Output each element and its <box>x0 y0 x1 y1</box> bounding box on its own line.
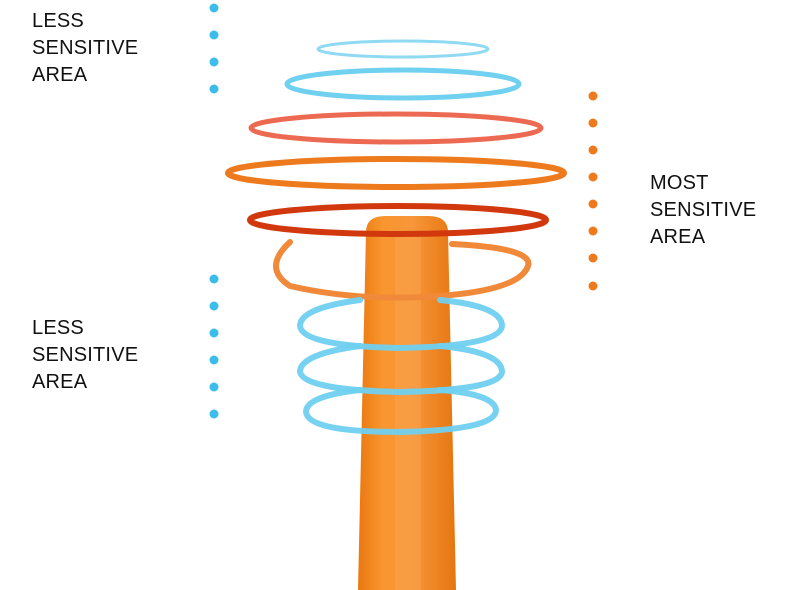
dot <box>209 355 219 365</box>
ring-3 <box>248 111 544 145</box>
label-line: SENSITIVE <box>32 344 139 366</box>
dot <box>588 281 598 291</box>
label-line: AREA <box>650 226 706 248</box>
dot <box>209 30 219 40</box>
rings-upper <box>225 39 567 301</box>
dot <box>209 57 219 67</box>
label-line: MOST <box>650 172 709 194</box>
dots-most-sensitive <box>588 91 598 291</box>
dot <box>209 3 219 13</box>
label-line: LESS <box>32 317 84 339</box>
dots-lower-less-sensitive <box>209 274 219 419</box>
label-line: LESS <box>32 10 84 32</box>
dot <box>209 409 219 419</box>
dot <box>588 253 598 263</box>
rings-lower <box>296 297 506 436</box>
dot <box>588 118 598 128</box>
dot <box>588 172 598 182</box>
ring-8 <box>296 343 506 396</box>
dot <box>209 274 219 284</box>
dot <box>588 226 598 236</box>
stem-highlight <box>395 232 421 590</box>
label-line: AREA <box>32 371 88 393</box>
dots-upper-less-sensitive <box>209 3 219 94</box>
dot <box>588 145 598 155</box>
dot <box>588 91 598 101</box>
stem <box>358 216 456 590</box>
label-most-sensitive: MOST SENSITIVE AREA <box>650 170 756 251</box>
dot <box>209 382 219 392</box>
label-line: AREA <box>32 64 88 86</box>
ring-1 <box>316 39 490 59</box>
ring-7 <box>296 297 506 352</box>
label-less-sensitive-lower: LESS SENSITIVE AREA <box>32 315 138 396</box>
dot <box>588 199 598 209</box>
label-line: SENSITIVE <box>650 199 757 221</box>
ring-9 <box>302 387 500 436</box>
ring-4 <box>225 156 567 190</box>
ring-6 <box>273 239 532 301</box>
dot <box>209 328 219 338</box>
stem-body <box>358 216 456 590</box>
ring-5 <box>247 203 549 237</box>
label-less-sensitive-upper: LESS SENSITIVE AREA <box>32 8 138 89</box>
dot <box>209 301 219 311</box>
label-line: SENSITIVE <box>32 37 139 59</box>
dot <box>209 84 219 94</box>
ring-2 <box>284 67 522 101</box>
